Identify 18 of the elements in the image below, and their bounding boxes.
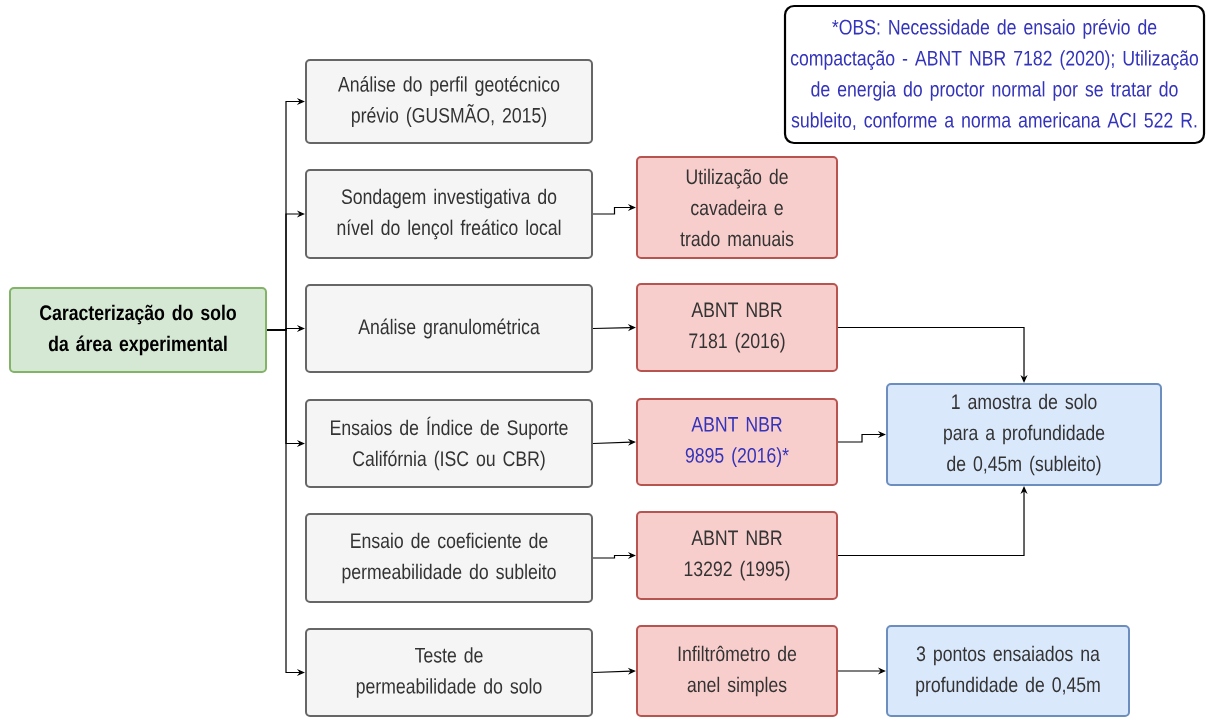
process-box: Sondagem investigativa do nível do lençol freático local (305, 169, 593, 259)
process-box: Teste de permeabilidade do solo (305, 628, 593, 717)
standard-box: ABNT NBR 9895 (2016)* (636, 398, 838, 486)
start-box: Caracterização do solo da área experimental (9, 287, 267, 373)
standard-box: ABNT NBR 7181 (2016) (636, 283, 838, 372)
process-box: Análise do perfil geotécnico prévio (GUSMÃO, 2015) (305, 59, 593, 144)
standard-box: Infiltrômetro de anel simples (636, 625, 838, 717)
result-box: 1 amostra de solo para a profundidade de 0,45m (subleito) (886, 383, 1162, 486)
result-box: 3 pontos ensaiados na profundidade de 0,45m (886, 625, 1130, 717)
note-box: *OBS: Necessidade de ensaio prévio de compactação - ABNT NBR 7182 (2020); Utilização de energia do proctor normal por se tratar do subleito, conforme a norma americana ACI 522 R. (783, 4, 1206, 145)
standard-box: Utilização de cavadeira e trado manuais (636, 156, 838, 259)
standard-box: ABNT NBR 13292 (1995) (636, 511, 838, 600)
arrow (837, 326, 1028, 383)
process-box: Ensaios de Índice de Suporte Califórnia (ISC ou CBR) (305, 399, 593, 488)
process-box: Ensaio de coeficiente de permeabilidade do subleito (305, 513, 593, 603)
arrow (837, 430, 886, 443)
arrow (592, 203, 636, 215)
process-box: Análise granulométrica (305, 284, 593, 373)
